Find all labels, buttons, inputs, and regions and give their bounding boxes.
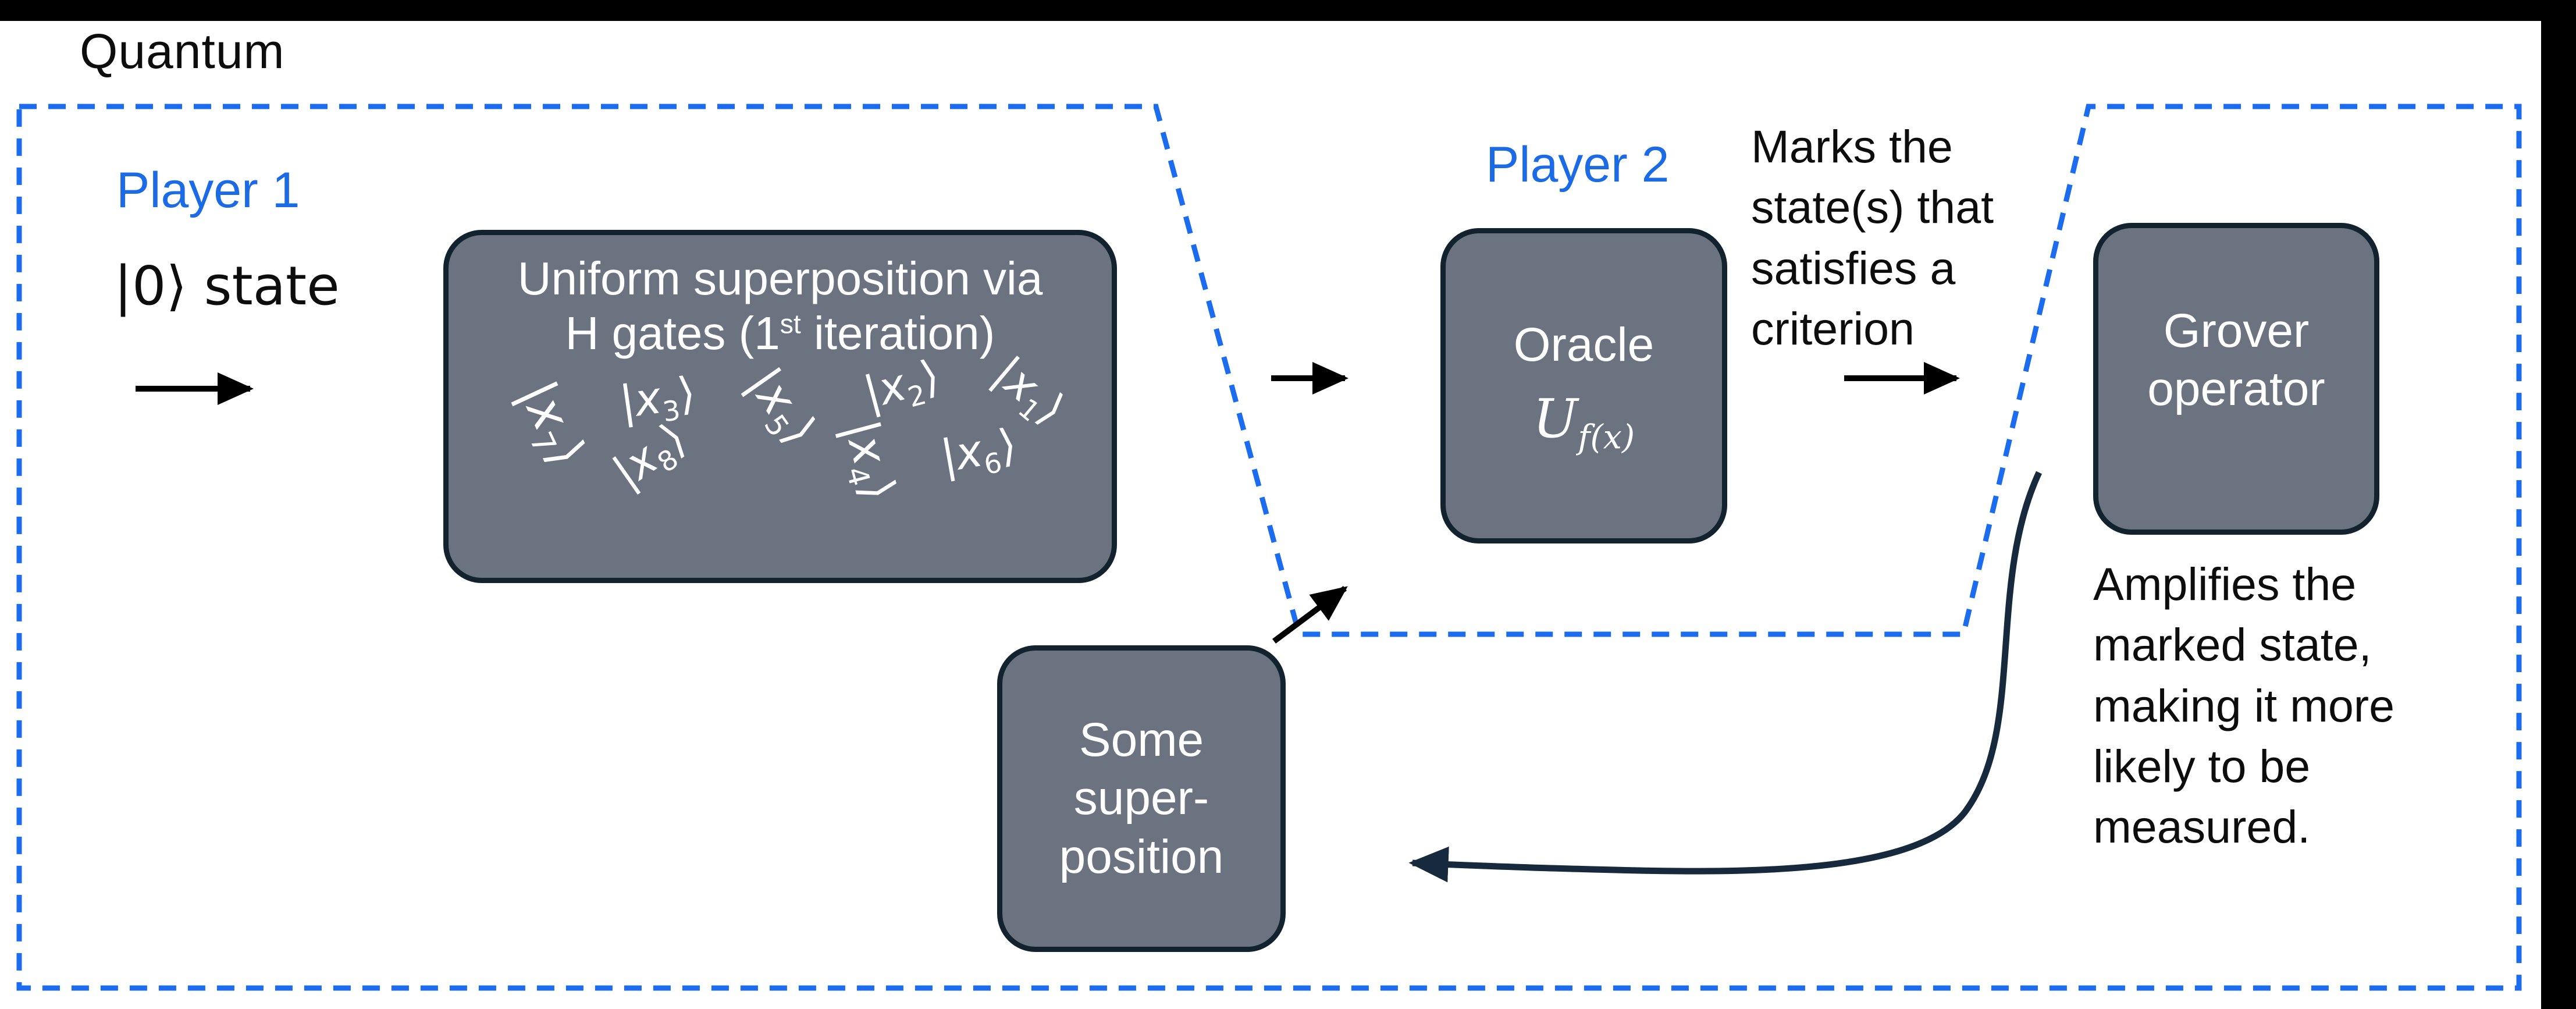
ket-state-x5: |x5⟩: [737, 358, 828, 454]
ket-state-x4: |x4⟩: [834, 414, 907, 506]
some-box-line1: Some: [1079, 713, 1204, 767]
zero-state-label: |0⟩ state: [114, 255, 340, 317]
arrow-some-to-oracle: [1272, 585, 1348, 644]
oracle-box-title: Oracle: [1513, 318, 1655, 371]
grover-annotation-line: likely to be: [2093, 740, 2311, 792]
quantum-dashed-boundary: [16, 104, 2522, 991]
grover-annotation-line: Amplifies the: [2093, 558, 2357, 610]
some-box-line2: super-: [1073, 772, 1209, 825]
top-black-bar: [0, 0, 2576, 21]
page-title: Quantum: [80, 24, 285, 79]
oracle-annotation-line: satisfies a: [1751, 241, 1956, 294]
oracle-annotation-line: criterion: [1751, 302, 1915, 354]
superposition-box: Uniform superposition via H gates (1st i…: [443, 230, 1117, 583]
grover-annotation-line: making it more: [2093, 679, 2395, 731]
right-black-bar: [2541, 0, 2576, 1009]
oracle-annotation-line: Marks the: [1751, 120, 1953, 172]
player2-label: Player 2: [1486, 137, 1670, 193]
oracle-box: Oracle Uf(x): [1440, 228, 1727, 543]
superposition-title-line2: H gates (1st iteration): [565, 307, 995, 360]
oracle-annotation: Marks the state(s) that satisfies a crit…: [1751, 116, 1994, 359]
grover-annotation-line: measured.: [2093, 801, 2311, 853]
grover-operator-box: Grover operator: [2093, 223, 2379, 535]
superposition-title-line1: Uniform superposition via: [517, 253, 1043, 304]
superposition-box-title: Uniform superposition via H gates (1st i…: [518, 251, 1043, 361]
ket-state-x6: |x6⟩: [937, 418, 1020, 483]
ket-state-x7: |x7⟩: [508, 372, 597, 475]
oracle-formula: Uf(x): [1532, 387, 1635, 457]
some-superposition-box: Some super- position: [997, 645, 1286, 952]
grover-annotation-line: marked state,: [2093, 619, 2372, 671]
grover-box-line1: Grover: [2163, 304, 2310, 357]
grover-box-line2: operator: [2147, 363, 2325, 415]
grover-annotation: Amplifies the marked state, making it mo…: [2093, 554, 2394, 857]
some-box-line3: position: [1059, 830, 1224, 883]
player1-label: Player 1: [116, 162, 300, 218]
arrow-grover-to-some-curve: [1408, 471, 2042, 883]
oracle-annotation-line: state(s) that: [1751, 181, 1994, 233]
